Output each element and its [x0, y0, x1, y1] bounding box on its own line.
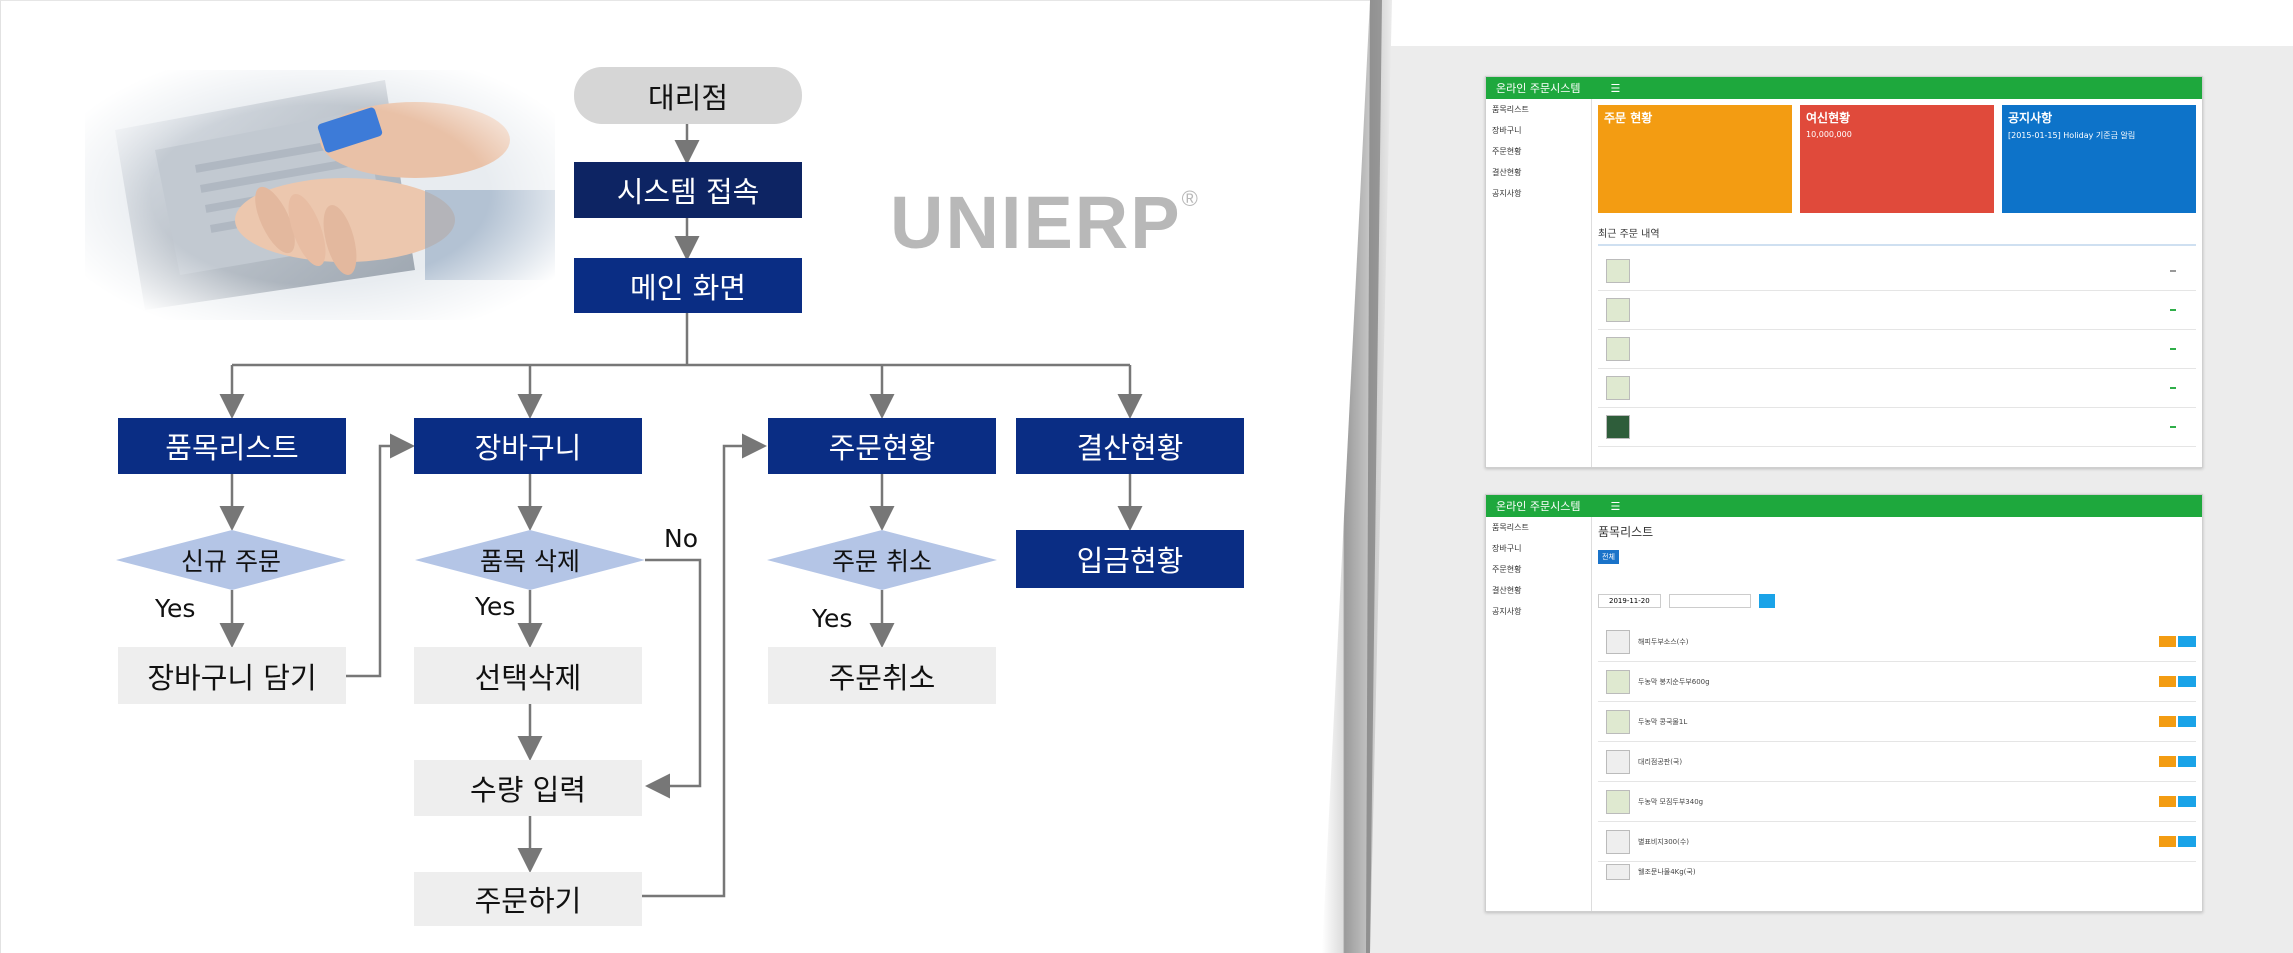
unierp-logo: UNIERP®: [890, 180, 1200, 265]
table-row[interactable]: [1598, 330, 2196, 369]
list-item[interactable]: 대리점공판(국): [1598, 742, 2196, 782]
filter-all-tab[interactable]: 전체: [1598, 550, 1619, 564]
item-list-topbar: 온라인 주문시스템 ☰: [1486, 495, 2202, 517]
tile-credit[interactable]: 여신현황 10,000,000: [1800, 105, 1994, 213]
add-cart-button[interactable]: [2158, 796, 2177, 807]
item-name: 두농막 콩국물1L: [1638, 717, 1688, 726]
item-name: 해피두부소스(수): [1638, 637, 1689, 646]
detail-button[interactable]: [2178, 716, 2196, 727]
label-yes-item-delete: Yes: [475, 592, 516, 621]
decision-order-cancel: 주문 취소: [832, 547, 932, 576]
node-deposit-status: 입금현황: [1016, 530, 1244, 588]
dashboard-screenshot: 온라인 주문시스템 ☰ 품목리스트 장바구니 주문현황 결산현황 공지사항 주문…: [1485, 76, 2203, 468]
dashboard-main: 주문 현황 여신현황 10,000,000 공지사항 [2015-01-15] …: [1592, 99, 2202, 467]
item-list-main: 품목리스트 전체 2019-11-20 해피두부소스(수) 두농막 봉지순두부6…: [1592, 517, 2202, 911]
label-yes-new-order: Yes: [155, 594, 196, 623]
sidebar-item-cart[interactable]: 장바구니: [1492, 126, 1522, 135]
add-cart-button[interactable]: [2158, 716, 2177, 727]
list-item[interactable]: 두농막 콩국물1L: [1598, 702, 2196, 742]
tile-order-status[interactable]: 주문 현황: [1598, 105, 1792, 213]
app-title: 온라인 주문시스템: [1496, 82, 1581, 95]
detail-button[interactable]: [2178, 836, 2196, 847]
item-list-sidebar: 품목리스트 장바구니 주문현황 결산현황 공지사항: [1486, 517, 1592, 911]
sidebar-item-item-list[interactable]: 품목리스트: [1492, 523, 1529, 532]
item-name: 웰조문나물4Kg(국): [1638, 868, 1696, 876]
sidebar-item-settlement[interactable]: 결산현황: [1492, 586, 1522, 595]
list-item[interactable]: 두농막 모짐두부340g: [1598, 782, 2196, 822]
sidebar-item-notice[interactable]: 공지사항: [1492, 189, 1522, 198]
item-name: 두농막 모짐두부340g: [1638, 797, 1704, 806]
detail-button[interactable]: [2178, 676, 2196, 687]
logo-text: UNIERP: [890, 181, 1182, 264]
list-item[interactable]: 별표비지300(수): [1598, 822, 2196, 862]
node-add-to-cart: 장바구니 담기: [118, 647, 346, 704]
search-input[interactable]: [1668, 594, 1751, 608]
right-top-band: [1370, 0, 2293, 46]
sidebar-item-notice[interactable]: 공지사항: [1492, 607, 1522, 616]
list-item[interactable]: 해피두부소스(수): [1598, 622, 2196, 662]
add-cart-button[interactable]: [2158, 836, 2177, 847]
hamburger-icon[interactable]: ☰: [1610, 81, 1621, 95]
node-item-list: 품목리스트: [118, 418, 346, 474]
table-row[interactable]: [1598, 408, 2196, 447]
item-list-page-title: 품목리스트: [1598, 525, 1654, 539]
node-place-order: 주문하기: [414, 872, 642, 926]
tile-order-title: 주문 현황: [1604, 111, 1653, 125]
registered-mark: ®: [1181, 186, 1200, 211]
tile-credit-title: 여신현황: [1806, 111, 1851, 125]
node-cancel-order: 주문취소: [768, 647, 996, 704]
add-cart-button[interactable]: [2158, 756, 2177, 767]
list-item[interactable]: 웰조문나물4Kg(국): [1598, 862, 2196, 882]
add-cart-button[interactable]: [2158, 676, 2177, 687]
sidebar-item-settlement[interactable]: 결산현황: [1492, 168, 1522, 177]
tile-notice-title: 공지사항: [2008, 111, 2053, 125]
sidebar-item-order-status[interactable]: 주문현황: [1492, 565, 1522, 574]
dashboard-topbar: 온라인 주문시스템 ☰: [1486, 77, 2202, 99]
app-title-2: 온라인 주문시스템: [1496, 500, 1581, 513]
decision-new-order: 신규 주문: [181, 547, 281, 576]
item-list-screenshot: 온라인 주문시스템 ☰ 품목리스트 장바구니 주문현황 결산현황 공지사항 품목…: [1485, 494, 2203, 912]
flow-connectors: [116, 124, 1143, 898]
sidebar-item-order-status[interactable]: 주문현황: [1492, 147, 1522, 156]
laptop-hands-photo: [85, 70, 555, 320]
node-agency: 대리점: [574, 67, 802, 124]
credit-amount: 10,000,000: [1806, 130, 1852, 139]
node-order-status: 주문현황: [768, 418, 996, 474]
node-settlement-status: 결산현황: [1016, 418, 1244, 474]
search-button[interactable]: [1758, 594, 1775, 608]
node-selected-delete: 선택삭제: [414, 647, 642, 704]
label-yes-order-cancel: Yes: [812, 604, 853, 633]
sidebar-item-item-list[interactable]: 품목리스트: [1492, 105, 1529, 114]
node-qty-input: 수량 입력: [414, 760, 642, 816]
notice-text: [2015-01-15] Holiday 기준금 알림: [2008, 131, 2136, 140]
node-main-screen: 메인 화면: [574, 258, 802, 313]
node-system-access: 시스템 접속: [574, 162, 802, 218]
item-name: 대리점공판(국): [1638, 757, 1683, 766]
detail-button[interactable]: [2178, 756, 2196, 767]
add-cart-button[interactable]: [2158, 636, 2177, 647]
decision-item-delete: 품목 삭제: [480, 547, 580, 576]
page-fold-shadow: [1322, 0, 1392, 953]
tile-notice[interactable]: 공지사항 [2015-01-15] Holiday 기준금 알림: [2002, 105, 2196, 213]
item-name: 별표비지300(수): [1638, 837, 1690, 846]
table-row[interactable]: [1598, 252, 2196, 291]
dashboard-sidebar: 품목리스트 장바구니 주문현황 결산현황 공지사항: [1486, 99, 1592, 467]
node-cart: 장바구니: [414, 418, 642, 474]
table-row[interactable]: [1598, 369, 2196, 408]
sidebar-item-cart[interactable]: 장바구니: [1492, 544, 1522, 553]
list-item[interactable]: 두농막 봉지순두부600g: [1598, 662, 2196, 702]
recent-orders-title: 최근 주문 내역: [1598, 225, 2196, 246]
table-row[interactable]: [1598, 291, 2196, 330]
detail-button[interactable]: [2178, 796, 2196, 807]
detail-button[interactable]: [2178, 636, 2196, 647]
label-no-item-delete: No: [664, 524, 698, 553]
hamburger-icon[interactable]: ☰: [1610, 499, 1621, 513]
date-input[interactable]: 2019-11-20: [1598, 594, 1661, 608]
item-name: 두농막 봉지순두부600g: [1638, 677, 1710, 686]
